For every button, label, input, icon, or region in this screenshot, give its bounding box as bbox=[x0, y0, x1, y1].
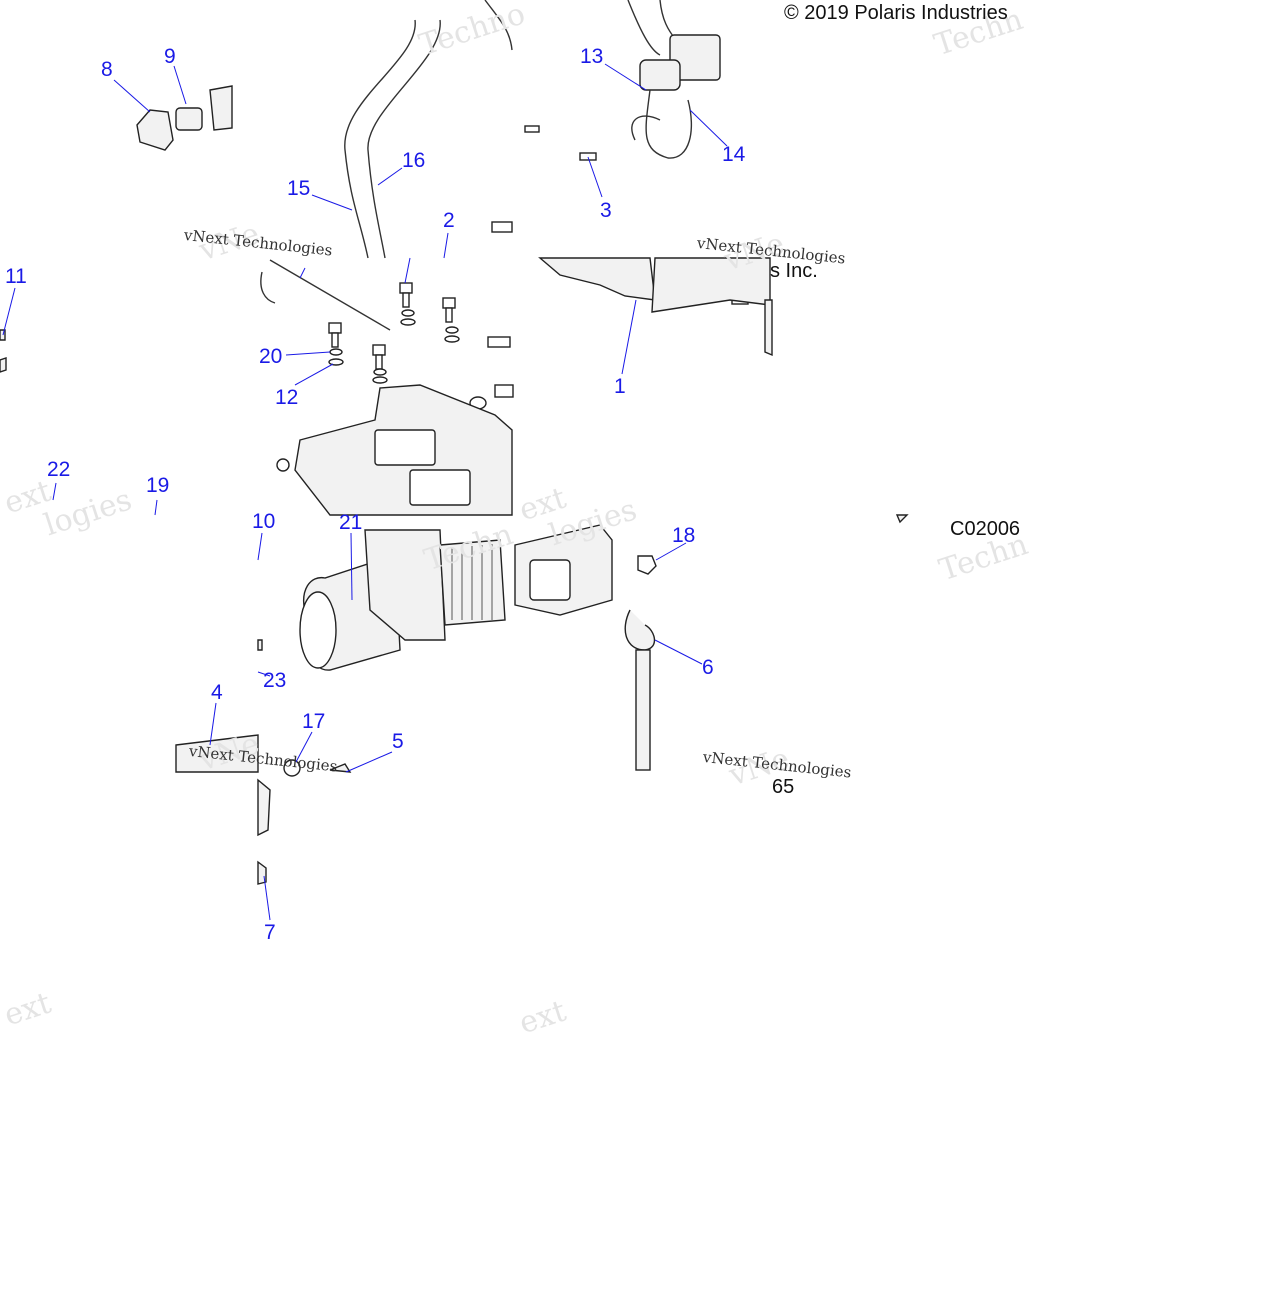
callout-7: 7 bbox=[264, 921, 276, 944]
callout-23: 23 bbox=[263, 669, 287, 692]
callout-20: 20 bbox=[259, 345, 283, 368]
callout-6: 6 bbox=[702, 656, 714, 679]
callout-12: 12 bbox=[275, 386, 299, 409]
callout-2: 2 bbox=[443, 209, 455, 232]
callout-14: 14 bbox=[722, 143, 746, 166]
callout-4: 4 bbox=[211, 681, 223, 704]
callout-22: 22 bbox=[47, 458, 71, 481]
callout-8: 8 bbox=[101, 58, 113, 81]
copyright-notice: © 2019 Polaris Industries bbox=[784, 2, 1008, 24]
diagram-code: C02006 bbox=[950, 518, 1021, 540]
page-number: 65 bbox=[772, 776, 795, 798]
callout-17: 17 bbox=[302, 710, 326, 733]
callout-1: 1 bbox=[614, 375, 626, 398]
copyright-fragment: s Inc. bbox=[770, 260, 818, 282]
callout-5: 5 bbox=[392, 730, 404, 753]
callout-3: 3 bbox=[600, 199, 612, 222]
callout-13: 13 bbox=[580, 45, 604, 68]
callout-15: 15 bbox=[287, 177, 311, 200]
callout-18: 18 bbox=[672, 524, 696, 547]
callout-16: 16 bbox=[402, 149, 426, 172]
callout-9: 9 bbox=[164, 45, 176, 68]
callout-11: 11 bbox=[5, 265, 27, 288]
callout-10: 10 bbox=[252, 510, 276, 533]
callout-21: 21 bbox=[339, 511, 363, 534]
callout-19: 19 bbox=[146, 474, 170, 497]
